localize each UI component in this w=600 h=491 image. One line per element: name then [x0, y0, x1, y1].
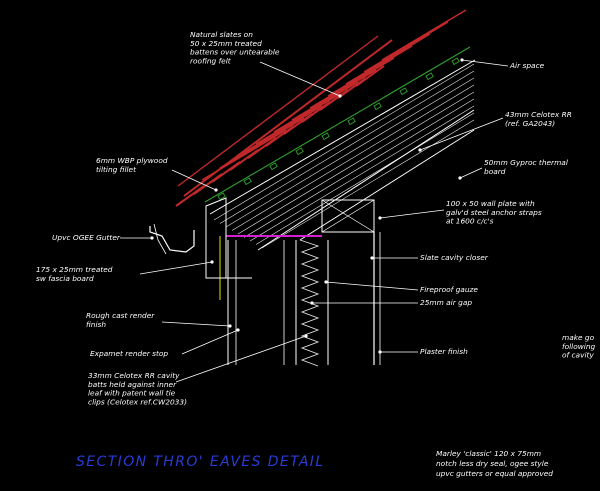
- leader-arrowhead: [310, 301, 314, 305]
- slate-strip: [355, 65, 385, 87]
- rafter-bottom-line: [257, 109, 475, 251]
- roofing-felt-line: [204, 46, 471, 203]
- label-upvc-gutter: Upvc OGEE Gutter: [52, 233, 121, 242]
- batten: [451, 57, 460, 66]
- leader-line: [139, 261, 213, 275]
- annotation-labels: Natural slates on 50 x 25mm treated batt…: [36, 30, 598, 478]
- insulation-hatch-line: [225, 77, 475, 228]
- leader-lines: [120, 58, 509, 383]
- slate-edge: [309, 57, 395, 109]
- slate-outer-line: [177, 35, 379, 187]
- batten: [321, 132, 330, 141]
- roof-insulation-hatch: [213, 63, 475, 249]
- batten: [295, 147, 304, 156]
- wall-construction: [205, 197, 381, 367]
- gutter-inner-line: [153, 223, 167, 255]
- leader-arrowhead: [324, 280, 328, 284]
- label-cavity-batts: 33mm Celotex RR cavity batts held agains…: [88, 371, 187, 406]
- label-fascia-board: 175 x 25mm treated sw fascia board: [36, 265, 115, 283]
- leader-arrowhead: [210, 260, 214, 264]
- leader-line: [459, 167, 483, 179]
- label-wall-plate: 100 x 50 wall plate with galv'd steel an…: [446, 199, 544, 226]
- slate-edge: [255, 93, 341, 145]
- drawing-title: SECTION THRO' EAVES DETAIL: [76, 454, 325, 470]
- cavity-batts-hatch: [299, 239, 320, 367]
- battens-and-felt: [217, 57, 460, 201]
- leader-line: [175, 335, 307, 383]
- label-celotex: 43mm Celotex RR (ref. GA2043): [505, 110, 574, 128]
- upvc-ogee-gutter: [149, 226, 195, 253]
- label-gutter-spec: Marley 'classic' 120 x 75mm notch less d…: [436, 449, 553, 478]
- batten: [269, 162, 278, 171]
- roof-build-up: [175, 9, 476, 251]
- label-expamet-render-stop: Expamet render stop: [90, 349, 168, 358]
- leader-line: [181, 329, 239, 355]
- label-natural-slates: Natural slates on 50 x 25mm treated batt…: [190, 30, 282, 65]
- natural-slates: [175, 9, 467, 207]
- slate-edge: [291, 69, 377, 121]
- leader-arrowhead: [370, 256, 374, 260]
- label-plywood-fillet: 6mm WBP plywood tilting fillet: [96, 156, 170, 174]
- batten: [347, 117, 356, 126]
- slate-edge: [345, 33, 431, 85]
- slate-edge: [327, 45, 413, 97]
- wall-plate: [321, 199, 375, 233]
- insulation-hatch-line: [255, 112, 475, 245]
- batten: [373, 102, 382, 111]
- label-slate-cavity-closer: Slate cavity closer: [420, 253, 489, 262]
- slate-edge: [237, 105, 323, 157]
- insulation-hatch-line: [261, 119, 475, 249]
- leader-line: [259, 61, 341, 97]
- leader-arrowhead: [378, 216, 382, 220]
- label-fireproof-gauze: Fireproof gauze: [420, 285, 478, 294]
- insulation-hatch-line: [231, 84, 475, 231]
- leader-arrowhead: [150, 236, 154, 240]
- batten: [425, 72, 434, 81]
- slate-edge: [363, 21, 449, 73]
- label-gyproc-board: 50mm Gyproc thermal board: [484, 158, 570, 176]
- leader-arrowhead: [228, 324, 232, 328]
- leader-line: [161, 321, 231, 327]
- batten: [243, 177, 252, 186]
- insulation-hatch-line: [219, 70, 475, 224]
- leader-arrowhead: [460, 58, 464, 62]
- label-right-note-cut: make go following of cavity: [562, 333, 598, 360]
- gyproc-board-line: [299, 129, 475, 241]
- leader-arrowhead: [214, 188, 218, 192]
- insulation-hatch-line: [237, 91, 475, 235]
- leader-arrowhead: [338, 94, 342, 98]
- slate-edge: [381, 9, 467, 61]
- leader-line: [379, 209, 445, 219]
- leader-line: [325, 281, 419, 291]
- batten: [217, 192, 226, 201]
- leader-arrowhead: [458, 176, 462, 180]
- label-rough-cast-render: Rough cast render finish: [86, 311, 157, 329]
- rafter-top-line: [209, 59, 476, 215]
- insulation-hatch-line: [213, 63, 475, 221]
- leader-arrowhead: [236, 328, 240, 332]
- leader-arrowhead: [418, 148, 422, 152]
- insulation-hatch-line: [249, 105, 475, 242]
- label-plaster-finish: Plaster finish: [420, 347, 468, 356]
- label-air-space: Air space: [509, 61, 545, 70]
- leader-line: [419, 117, 504, 151]
- batten: [399, 87, 408, 96]
- leader-arrowhead: [304, 334, 308, 338]
- leader-line: [171, 169, 217, 191]
- insulation-hatch-line: [243, 98, 475, 238]
- leader-arrowhead: [378, 350, 382, 354]
- slate-edge: [273, 81, 359, 133]
- slate-top-line: [183, 39, 393, 197]
- eaves-box: [205, 197, 227, 279]
- label-air-gap: 25mm air gap: [420, 298, 472, 307]
- wall-plate-cross-b: [321, 199, 375, 233]
- leader-line: [461, 59, 509, 67]
